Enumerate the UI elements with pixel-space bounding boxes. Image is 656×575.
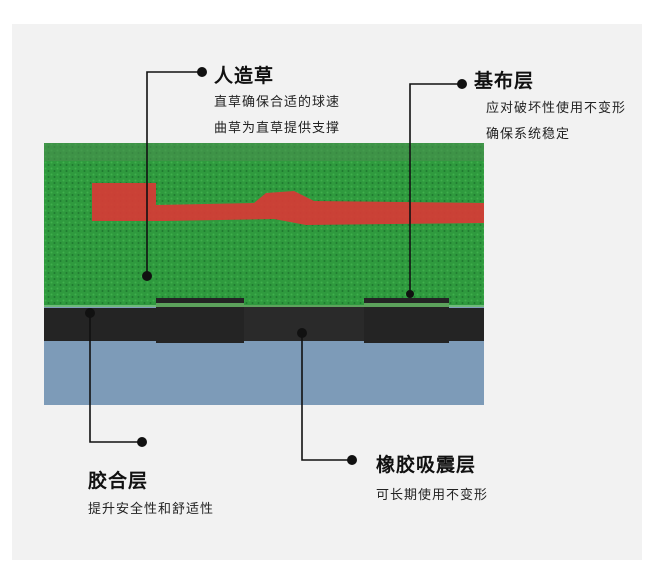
rubber-layer-segment: [244, 303, 364, 341]
glue-layer-desc-1: 提升安全性和舒适性: [88, 501, 215, 516]
turf-layer-desc-2: 曲草为直草提供支撑: [214, 120, 341, 135]
base-layer-desc-2: 确保系统稳定: [486, 126, 571, 141]
rubber-layer-segment: [44, 298, 244, 343]
field-marking: [92, 183, 484, 225]
base-layer-title: 基布层: [474, 71, 535, 92]
turf-layer-desc-1: 直草确保合适的球速: [214, 94, 341, 109]
turf-layer-title: 人造草: [214, 66, 275, 87]
base-layer-desc-1: 应对破坏性使用不变形: [486, 100, 627, 115]
glue-layer-title: 胶合层: [88, 471, 149, 492]
rubber-layer-title: 橡胶吸震层: [376, 455, 477, 476]
rubber-layer-desc-1: 可长期使用不变形: [376, 487, 489, 502]
rubber-layer-segment: [364, 298, 484, 343]
